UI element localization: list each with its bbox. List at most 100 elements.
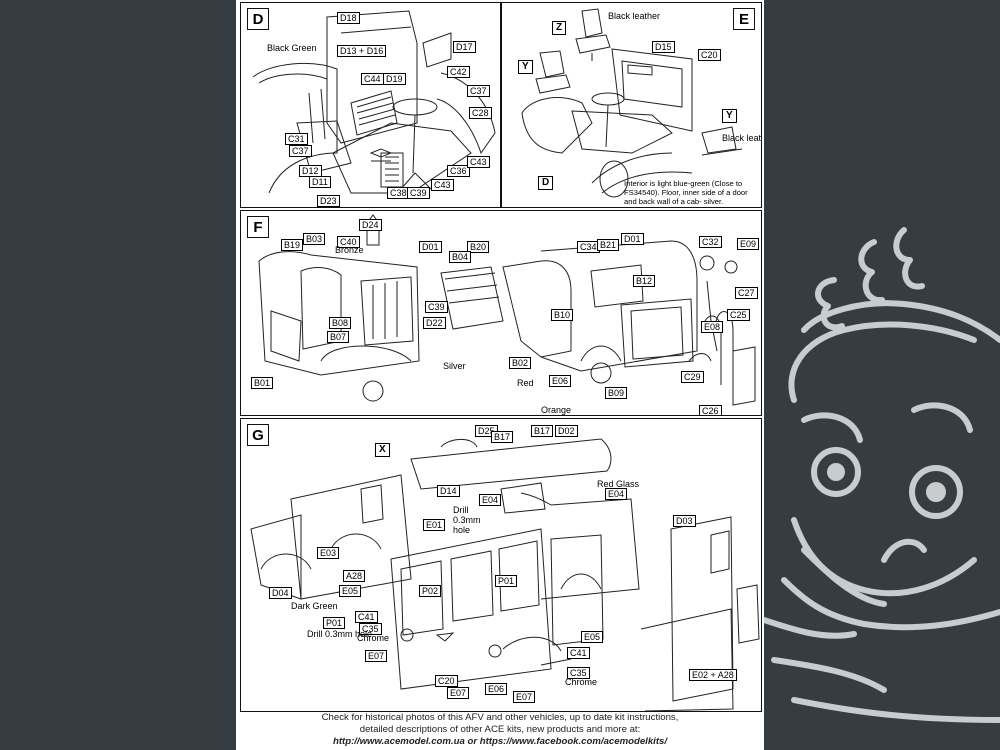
part-label: B03: [303, 233, 326, 245]
part-label: E05: [581, 631, 604, 643]
view-marker: X: [375, 443, 390, 457]
part-label: D19: [383, 73, 406, 85]
view-marker: D: [538, 176, 554, 190]
interior-color-note: Interior is light blue-green (Close to F…: [624, 179, 748, 206]
facebook-link[interactable]: https://www.facebook.com/acemodelkits/: [479, 736, 668, 747]
part-label: E09: [737, 238, 760, 250]
part-label: E04: [605, 488, 628, 500]
part-label: C35: [359, 623, 382, 635]
paint-note: Dark Green: [291, 601, 338, 611]
panel-label: E: [733, 8, 755, 30]
part-label: C32: [699, 236, 722, 248]
part-label: C37: [467, 85, 490, 97]
part-label: B02: [509, 357, 532, 369]
part-label: D23: [317, 195, 340, 207]
part-label: C41: [355, 611, 378, 623]
cab-interior-drawing: [252, 10, 496, 194]
part-label: B12: [633, 275, 656, 287]
footer-line-2: detailed descriptions of other ACE kits,…: [359, 724, 641, 735]
part-label: B10: [551, 309, 574, 321]
part-label: D01: [621, 233, 644, 245]
part-label: E08: [701, 321, 724, 333]
part-label: C28: [469, 107, 492, 119]
paint-note: Red Glass: [597, 479, 640, 489]
part-label: D12: [299, 165, 322, 177]
part-label: D01: [419, 241, 442, 253]
part-label: D15: [652, 41, 675, 53]
part-label: E06: [485, 683, 508, 695]
part-label: E07: [365, 650, 388, 662]
part-label: C25: [727, 309, 750, 321]
part-label: D11: [309, 176, 331, 188]
body-exploded-drawing: [250, 438, 760, 711]
panel-label: F: [247, 216, 269, 238]
part-label: D24: [359, 219, 382, 231]
part-label: D17: [453, 41, 476, 53]
part-label: B08: [329, 317, 352, 329]
part-label: B09: [605, 387, 628, 399]
part-label: B07: [327, 331, 350, 343]
paint-note: Red: [517, 378, 534, 388]
instruction-sheet: D D18 Black Green D1: [236, 0, 764, 750]
part-label: C37: [289, 145, 312, 157]
part-label: C42: [447, 66, 470, 78]
footer-or: or: [464, 736, 480, 747]
part-label: B20: [467, 241, 490, 253]
part-label: P01: [323, 617, 346, 629]
part-label: D22: [423, 317, 446, 329]
paint-note: Black Green: [267, 43, 317, 53]
part-label: C35: [567, 667, 590, 679]
part-label: B17: [531, 425, 554, 437]
part-label: E02 + A28: [689, 669, 737, 681]
drill-note: Drill 0.3mm hole: [307, 629, 373, 639]
part-label: C20: [698, 49, 721, 61]
panel-label: D: [247, 8, 269, 30]
paint-note: Silver: [443, 361, 466, 371]
part-label: B17: [491, 431, 514, 443]
part-label: C31: [285, 133, 308, 145]
part-label: C41: [567, 647, 590, 659]
part-label: C36: [447, 165, 470, 177]
part-label: E06: [549, 375, 572, 387]
part-label: A28: [343, 570, 366, 582]
part-label: C43: [467, 156, 490, 168]
cab-assembly-drawing: [258, 214, 756, 406]
footer-line-1: Check for historical photos of this AFV …: [321, 712, 679, 723]
part-label: B01: [251, 377, 274, 389]
part-label: C26: [699, 405, 722, 415]
part-label: E07: [447, 687, 470, 699]
part-label: D02: [555, 425, 578, 437]
part-label: D18: [337, 12, 360, 24]
part-label: B21: [597, 239, 620, 251]
panel-g: G: [240, 418, 762, 712]
part-label: D03: [673, 515, 696, 527]
paint-note: Chrome: [565, 677, 598, 687]
paint-note: Bronze: [335, 245, 364, 255]
panel-e: E Z Black leath: [501, 2, 762, 208]
part-label: C43: [431, 179, 454, 191]
paint-note: Orange: [541, 405, 572, 415]
view-marker: Y: [722, 109, 737, 123]
view-marker: Y: [518, 60, 533, 74]
part-label: D04: [269, 587, 292, 599]
part-label: E03: [317, 547, 340, 559]
part-label: E05: [339, 585, 362, 597]
part-label: E07: [513, 691, 536, 703]
website-link[interactable]: http://www.acemodel.com.ua: [332, 736, 465, 747]
seats-and-dashboard-drawing: [521, 8, 743, 198]
footer-links: http://www.acemodel.com.ua or https://ww…: [236, 736, 764, 748]
part-label: C39: [407, 187, 430, 199]
part-label: D14: [437, 485, 460, 497]
part-label: P01: [495, 575, 518, 587]
panel-d: D D18 Black Green D1: [240, 2, 501, 208]
paint-note: Chrome: [357, 633, 390, 643]
part-label: C29: [681, 371, 704, 383]
part-label: C44: [361, 73, 384, 85]
part-label: D13 + D16: [337, 45, 387, 57]
part-label: P02: [419, 585, 442, 597]
part-label: B19: [281, 239, 304, 251]
footer-note: Check for historical photos of this AFV …: [236, 712, 764, 748]
part-label: E04: [479, 494, 502, 506]
drill-note: Drill 0.3mm hole: [453, 505, 481, 535]
part-label: E01: [423, 519, 446, 531]
